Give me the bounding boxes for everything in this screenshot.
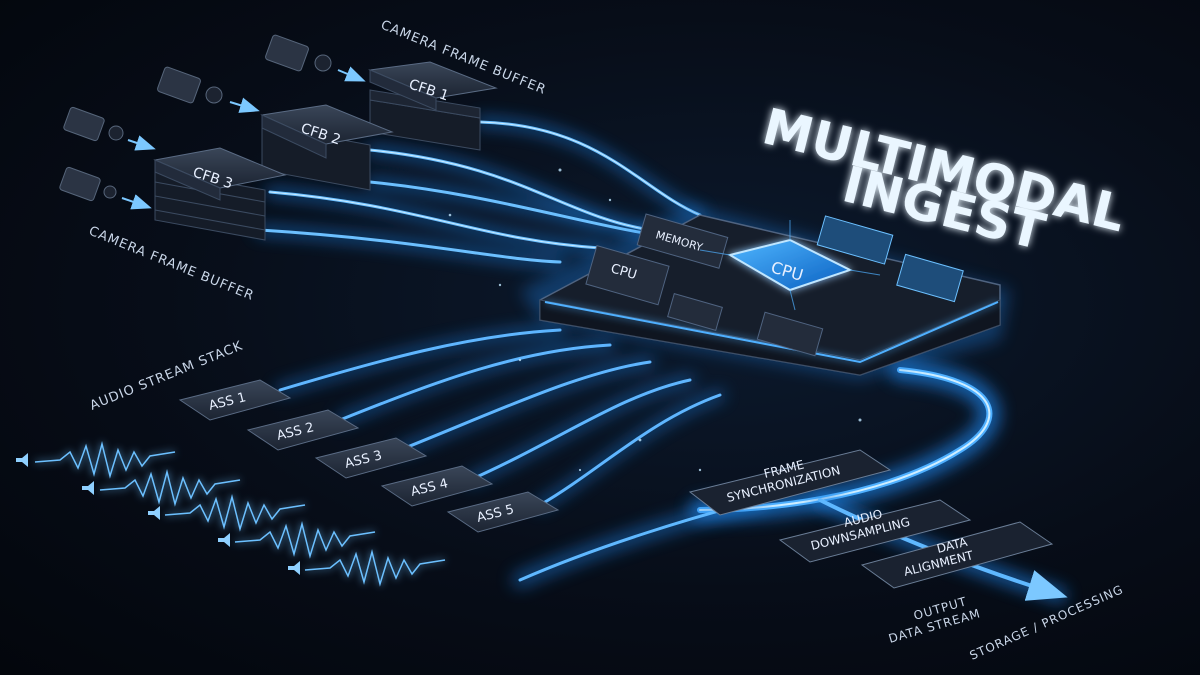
cfb-stack-2: CFB 2 (260, 104, 394, 191)
video-streams (255, 117, 705, 267)
ass-box-2: ASS 2 (246, 409, 360, 451)
speaker-icons (16, 453, 300, 575)
particles (448, 168, 862, 472)
stream-cfb3b (258, 228, 562, 264)
processor-board: CPU MEMORY CPU (520, 205, 1010, 380)
ass-box-4: ASS 4 (380, 465, 494, 507)
camera-icon (157, 66, 260, 113)
ass-box-3: ASS 3 (314, 437, 428, 479)
ass-box-5: ASS 5 (446, 491, 560, 533)
speaker-icon (148, 506, 160, 520)
speaker-icon (288, 561, 300, 575)
camera-icon (265, 34, 366, 82)
cpu-small-label: CPU (609, 261, 639, 283)
title: MULTIMODAL INGEST (757, 97, 1131, 261)
speaker-icon (16, 453, 28, 467)
frame-buffers: CFB 1 CFB 2 CFB 3 (153, 61, 498, 241)
audio-streams (275, 325, 725, 510)
speaker-icon (218, 533, 230, 547)
camera-icon (59, 166, 152, 210)
cfb-stack-1: CFB 1 (368, 61, 498, 151)
speaker-icon (82, 481, 94, 495)
camera-label-bottom: CAMERA FRAME BUFFER (87, 224, 257, 304)
pipeline: FRAME SYNCHRONIZATION AUDIO DOWNSAMPLING… (688, 449, 1054, 589)
ass-box-1: ASS 1 (178, 379, 292, 421)
cpu-chip: CPU (727, 238, 853, 292)
cameras (59, 34, 366, 210)
audio-stream-boxes: ASS 1 ASS 2 ASS 3 ASS 4 ASS 5 (178, 379, 560, 533)
cfb-stack-3: CFB 3 (153, 147, 287, 241)
audio-waveforms (34, 441, 446, 587)
stage-data-alignment: DATA ALIGNMENT (860, 521, 1054, 589)
camera-icon (63, 106, 156, 151)
